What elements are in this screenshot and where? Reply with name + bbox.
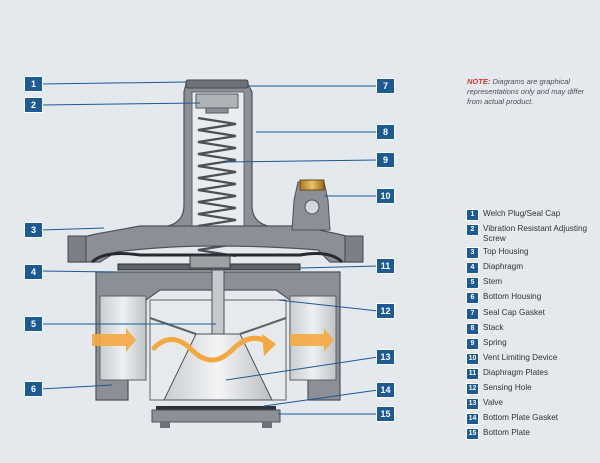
legend-label: Seal Cap Gasket <box>483 307 545 317</box>
legend-item-6: 6 Bottom Housing <box>466 292 600 305</box>
legend-item-10: 10 Vent Limiting Device <box>466 352 600 365</box>
flange-bolt-right <box>344 235 364 263</box>
flow-wave-head <box>262 334 276 356</box>
legend-item-14: 14 Bottom Plate Gasket <box>466 413 600 426</box>
bottom-plate <box>151 409 281 423</box>
valve-seat-left <box>149 317 197 335</box>
legend-label: Vibration Resistant Adjusting Screw <box>483 224 588 244</box>
callout-1: 1 <box>24 76 43 92</box>
callout-5: 5 <box>24 316 43 332</box>
callout-8: 8 <box>376 124 395 140</box>
callout-13: 13 <box>376 349 395 365</box>
legend-number: 4 <box>466 262 479 275</box>
legend-number: 12 <box>466 383 479 396</box>
callout-2: 2 <box>24 97 43 113</box>
legend-label: Spring <box>483 337 507 347</box>
legend-number: 15 <box>466 428 479 441</box>
flange-bolt-left <box>67 235 87 263</box>
legend-number: 8 <box>466 322 479 335</box>
welch-plug <box>185 79 249 89</box>
legend-label: Bottom Plate Gasket <box>483 413 559 423</box>
adjusting-screw-tip <box>205 107 229 114</box>
legend-number: 1 <box>466 209 479 221</box>
flow-arrow-inlet <box>92 328 136 352</box>
flow-arrows <box>92 328 334 352</box>
legend-item-15: 15 Bottom Plate <box>466 428 600 441</box>
callout-4: 4 <box>24 264 43 280</box>
callout-11: 11 <box>376 258 395 274</box>
callout-12: 12 <box>376 303 395 319</box>
disclaimer-note: NOTE: Diagrams are graphical representat… <box>467 77 595 107</box>
adjusting-screw <box>195 93 239 109</box>
legend-label: Top Housing <box>483 247 529 257</box>
legend-label: Diaphragm Plates <box>483 367 549 377</box>
legend-number: 5 <box>466 277 479 290</box>
parts-legend: 1 Welch Plug/Seal Cap 2 Vibration Resistant… <box>466 209 600 443</box>
flow-wave <box>151 335 273 363</box>
note-prefix: NOTE: <box>467 77 491 86</box>
legend-number: 6 <box>466 292 479 305</box>
legend-item-9: 9 Spring <box>466 337 600 350</box>
flow-arrow-outlet <box>290 328 334 352</box>
legend-number: 9 <box>466 337 479 350</box>
legend-item-2: 2 Vibration Resistant Adjusting Screw <box>466 224 600 244</box>
legend-item-7: 7 Seal Cap Gasket <box>466 307 600 320</box>
legend-label: Vent Limiting Device <box>483 352 558 362</box>
legend-number: 14 <box>466 413 479 426</box>
callout-6: 6 <box>24 381 43 397</box>
callout-3: 3 <box>24 222 43 238</box>
legend-label: Bottom Housing <box>483 292 542 302</box>
callout-15: 15 <box>376 406 395 422</box>
legend-number: 2 <box>466 224 479 237</box>
callout-7: 7 <box>376 78 395 94</box>
legend-number: 13 <box>466 398 479 411</box>
legend-item-8: 8 Stack <box>466 322 600 335</box>
legend-item-1: 1 Welch Plug/Seal Cap <box>466 209 600 221</box>
legend-number: 3 <box>466 247 479 260</box>
legend-label: Diaphragm <box>483 262 524 272</box>
legend-label: Stem <box>483 277 503 287</box>
legend-item-11: 11 Diaphragm Plates <box>466 367 600 380</box>
plate-nut <box>189 255 231 269</box>
legend-label: Welch Plug/Seal Cap <box>483 209 561 218</box>
callout-14: 14 <box>376 382 395 398</box>
legend-label: Bottom Plate <box>483 428 530 438</box>
legend-item-4: 4 Diaphragm <box>466 262 600 275</box>
legend-number: 11 <box>466 367 479 380</box>
bottom-bolt-left <box>160 422 170 428</box>
valve-seat-right <box>239 317 287 335</box>
legend-label: Sensing Hole <box>483 383 532 393</box>
legend-label: Stack <box>483 322 504 332</box>
bottom-plate-gasket <box>156 406 276 410</box>
callout-9: 9 <box>376 152 395 168</box>
diaphragm <box>90 252 344 264</box>
leader-lines <box>40 81 379 415</box>
legend-number: 10 <box>466 352 479 365</box>
legend-number: 7 <box>466 307 479 320</box>
bottom-bolt-right <box>262 422 272 428</box>
legend-item-5: 5 Stem <box>466 277 600 290</box>
note-text: Diagrams are graphical representations o… <box>467 77 585 106</box>
legend-label: Valve <box>483 398 503 408</box>
legend-item-3: 3 Top Housing <box>466 247 600 260</box>
legend-item-12: 12 Sensing Hole <box>466 383 600 396</box>
legend-item-13: 13 Valve <box>466 398 600 411</box>
vent-limiting-device <box>291 179 331 231</box>
callout-10: 10 <box>376 188 395 204</box>
